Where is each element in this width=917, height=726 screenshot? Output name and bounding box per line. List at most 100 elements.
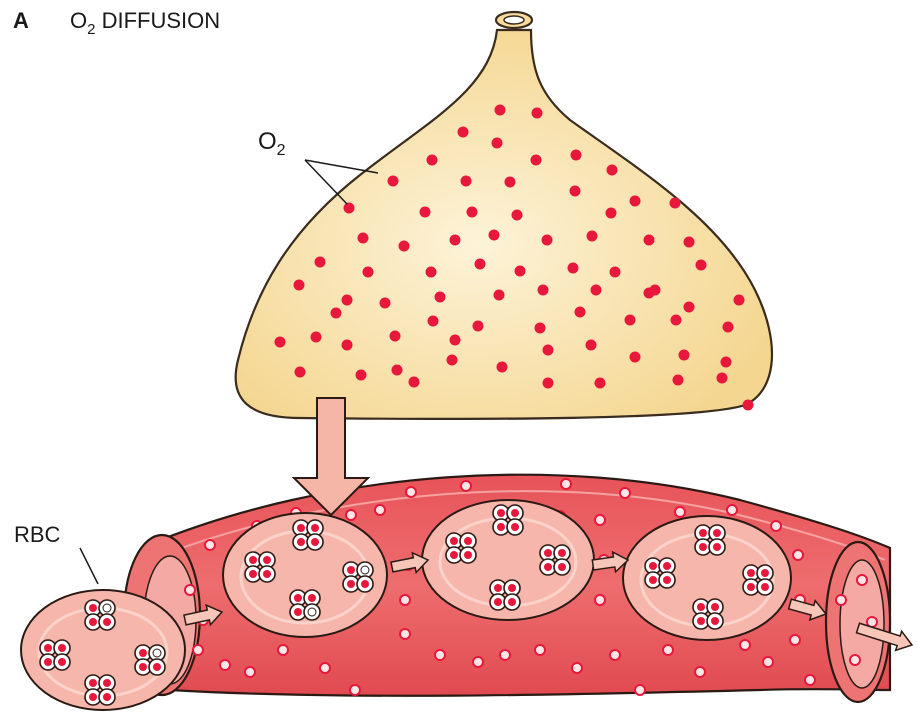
plasma-o2-molecule <box>193 645 203 655</box>
rbc-pointer-line <box>80 548 98 584</box>
bound-o2 <box>713 529 721 537</box>
o2-molecule <box>392 365 403 376</box>
o2-molecule <box>717 373 728 384</box>
bound-o2 <box>263 556 271 564</box>
o2-molecule <box>532 108 543 119</box>
rbc-label: RBC <box>14 522 60 548</box>
plasma-o2-molecule <box>635 685 645 695</box>
o2-molecule <box>568 263 579 274</box>
alveolus-duct-opening <box>504 16 524 24</box>
title-prefix: O <box>70 8 87 33</box>
bound-o2 <box>511 509 519 517</box>
plasma-o2-molecule <box>205 540 215 550</box>
o2-molecule <box>650 285 661 296</box>
bound-o2 <box>347 580 355 588</box>
o2-molecule <box>426 267 437 278</box>
o2-molecule <box>489 230 500 241</box>
bound-o2 <box>663 576 671 584</box>
o2-molecule <box>542 235 553 246</box>
plasma-o2-molecule <box>620 488 630 498</box>
plasma-o2-molecule <box>836 595 846 605</box>
plasma-o2-molecule <box>350 685 360 695</box>
bound-o2 <box>558 563 566 571</box>
o2-molecule <box>607 165 618 176</box>
bound-o2 <box>249 556 257 564</box>
bound-o2 <box>294 594 302 602</box>
bound-o2 <box>153 649 161 657</box>
o2-molecule <box>331 308 342 319</box>
o2-molecule <box>570 186 581 197</box>
bound-o2 <box>761 569 769 577</box>
alveolus-sac <box>236 30 772 419</box>
bound-o2 <box>297 524 305 532</box>
bound-o2 <box>761 583 769 591</box>
o2-molecule <box>311 332 322 343</box>
bound-o2 <box>89 618 97 626</box>
o2-molecule <box>591 285 602 296</box>
o2-molecule <box>535 323 546 334</box>
o2-molecule <box>390 331 401 342</box>
plasma-o2-molecule <box>245 667 255 677</box>
plasma-o2-molecule <box>572 663 582 673</box>
o2-molecule <box>587 231 598 242</box>
bound-o2 <box>511 523 519 531</box>
bound-o2 <box>663 562 671 570</box>
plasma-o2-molecule <box>435 650 445 660</box>
o2-molecule <box>515 266 526 277</box>
o2-molecule <box>543 378 554 389</box>
plasma-o2-molecule <box>610 650 620 660</box>
o2-molecule <box>606 208 617 219</box>
bound-o2 <box>697 603 705 611</box>
bound-o2 <box>450 551 458 559</box>
o2-molecule <box>531 155 542 166</box>
bound-o2 <box>699 543 707 551</box>
bound-o2 <box>649 576 657 584</box>
bound-o2 <box>249 570 257 578</box>
bound-o2 <box>544 549 552 557</box>
o2-molecule <box>467 207 478 218</box>
o2-molecule <box>388 176 399 187</box>
o2-label-subscript: 2 <box>277 142 286 159</box>
o2-molecule <box>625 315 636 326</box>
plasma-o2-molecule <box>400 629 410 639</box>
red-blood-cell <box>623 516 791 640</box>
plasma-o2-molecule <box>595 595 605 605</box>
bound-o2 <box>263 570 271 578</box>
bound-o2 <box>508 598 516 606</box>
bound-o2 <box>699 529 707 537</box>
o2-molecule <box>575 307 586 318</box>
bound-o2 <box>297 538 305 546</box>
o2-molecule <box>696 260 707 271</box>
o2-molecule <box>721 357 732 368</box>
alveolus <box>236 12 772 419</box>
bound-o2 <box>649 562 657 570</box>
bound-o2 <box>294 608 302 616</box>
o2-label: O2 <box>258 128 286 156</box>
bound-o2 <box>361 566 369 574</box>
o2-molecule <box>495 105 506 116</box>
o2-molecule <box>294 280 305 291</box>
plasma-o2-molecule <box>595 515 605 525</box>
title-subscript: 2 <box>87 21 95 38</box>
o2-molecule <box>461 176 472 187</box>
o2-molecule <box>630 196 641 207</box>
o2-molecule <box>473 321 484 332</box>
bound-o2 <box>308 608 316 616</box>
bound-o2 <box>450 537 458 545</box>
o2-molecule <box>344 203 355 214</box>
bound-o2 <box>103 679 111 687</box>
bound-o2 <box>89 604 97 612</box>
bound-o2 <box>558 549 566 557</box>
bound-o2 <box>311 538 319 546</box>
bound-o2 <box>44 644 52 652</box>
o2-molecule <box>644 235 655 246</box>
plasma-o2-molecule <box>663 645 673 655</box>
o2-molecule <box>610 267 621 278</box>
plasma-o2-molecule <box>763 657 773 667</box>
bound-o2 <box>497 523 505 531</box>
bound-o2 <box>139 649 147 657</box>
bound-o2 <box>494 598 502 606</box>
o2-molecule <box>673 375 684 386</box>
